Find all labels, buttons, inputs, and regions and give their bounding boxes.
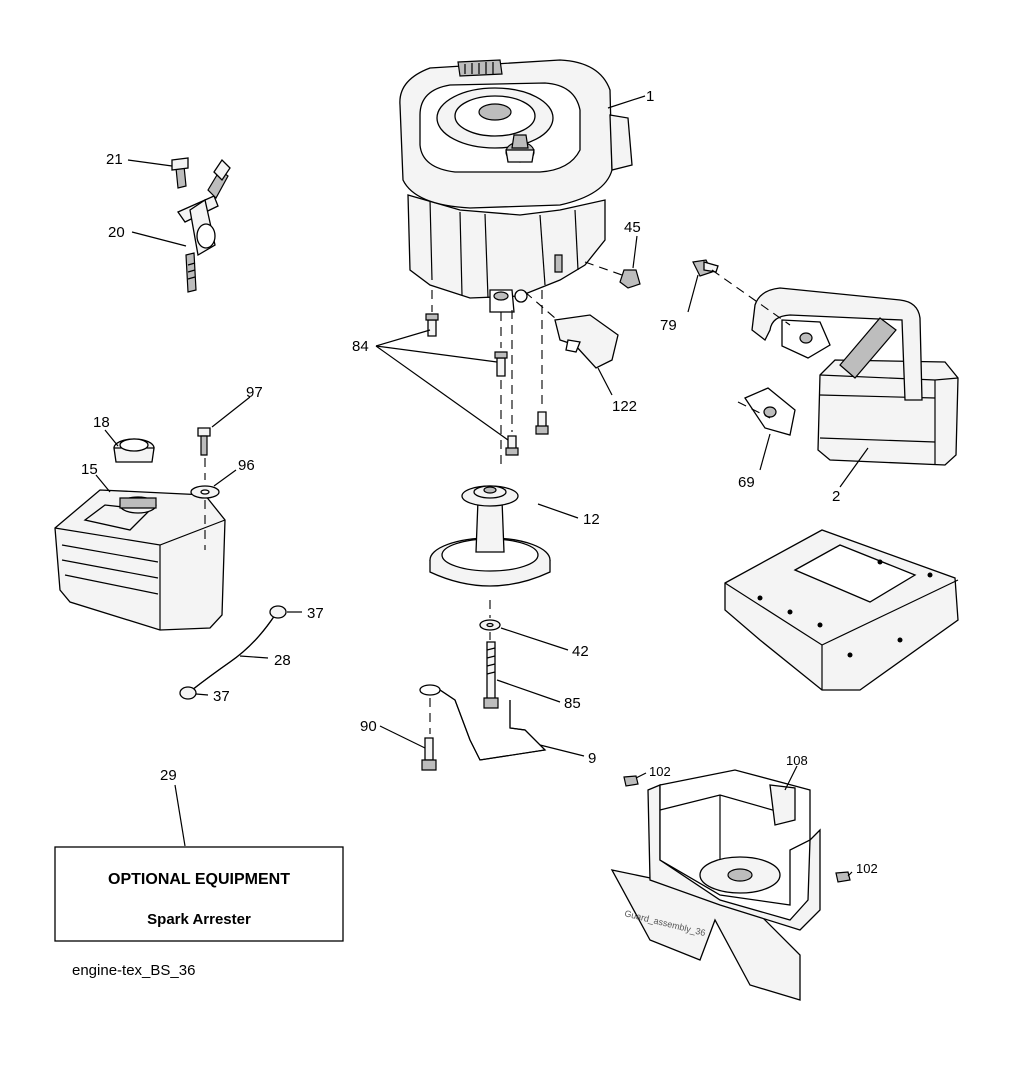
callout-96: 96 — [238, 457, 255, 474]
callout-79: 79 — [660, 317, 677, 334]
throttle-control-illustration — [171, 157, 231, 293]
callout-28: 28 — [274, 652, 291, 669]
callout-18: 18 — [93, 414, 110, 431]
callout-12: 12 — [583, 511, 600, 528]
callout-20: 20 — [108, 224, 125, 241]
callout-85: 85 — [564, 695, 581, 712]
callout-37-upper: 37 — [307, 605, 324, 622]
callout-29: 29 — [160, 767, 177, 784]
part-callouts: 1 2 9 12 15 18 20 21 28 29 37 37 42 45 6… — [81, 88, 878, 876]
callout-42: 42 — [572, 643, 589, 660]
chassis-plate-illustration — [724, 529, 959, 691]
callout-90: 90 — [360, 718, 377, 735]
optional-equipment-subtitle: Spark Arrester — [147, 911, 251, 928]
pulley-illustration — [429, 485, 551, 618]
belt-guide-illustration — [419, 684, 547, 771]
callout-1: 1 — [646, 88, 654, 105]
diagram-caption: engine-tex_BS_36 — [72, 962, 195, 979]
callout-97: 97 — [246, 384, 263, 401]
callout-102-lower: 102 — [856, 861, 878, 876]
optional-equipment-box: OPTIONAL EQUIPMENT Spark Arrester — [54, 846, 344, 942]
callout-9: 9 — [588, 750, 596, 767]
callout-37-lower: 37 — [213, 688, 230, 705]
bracket-illustration — [524, 261, 641, 369]
leader-lines — [95, 95, 869, 877]
callout-108: 108 — [786, 753, 808, 768]
guard-assembly-illustration — [610, 769, 851, 1001]
optional-equipment-title: OPTIONAL EQUIPMENT — [108, 871, 290, 888]
callout-45: 45 — [624, 219, 641, 236]
washer-bolt-illustration — [479, 619, 501, 709]
fuel-tank-illustration — [54, 427, 226, 631]
callout-122: 122 — [612, 398, 637, 415]
callout-69: 69 — [738, 474, 755, 491]
fuel-line-illustration — [179, 605, 287, 700]
callout-2: 2 — [832, 488, 840, 505]
engine-bolts-illustration — [425, 290, 549, 470]
engine-illustration — [399, 59, 633, 313]
callout-15: 15 — [81, 461, 98, 478]
callout-84: 84 — [352, 338, 369, 355]
callout-21: 21 — [106, 151, 123, 168]
muffler-illustration — [692, 259, 959, 466]
callout-102-upper: 102 — [649, 764, 671, 779]
